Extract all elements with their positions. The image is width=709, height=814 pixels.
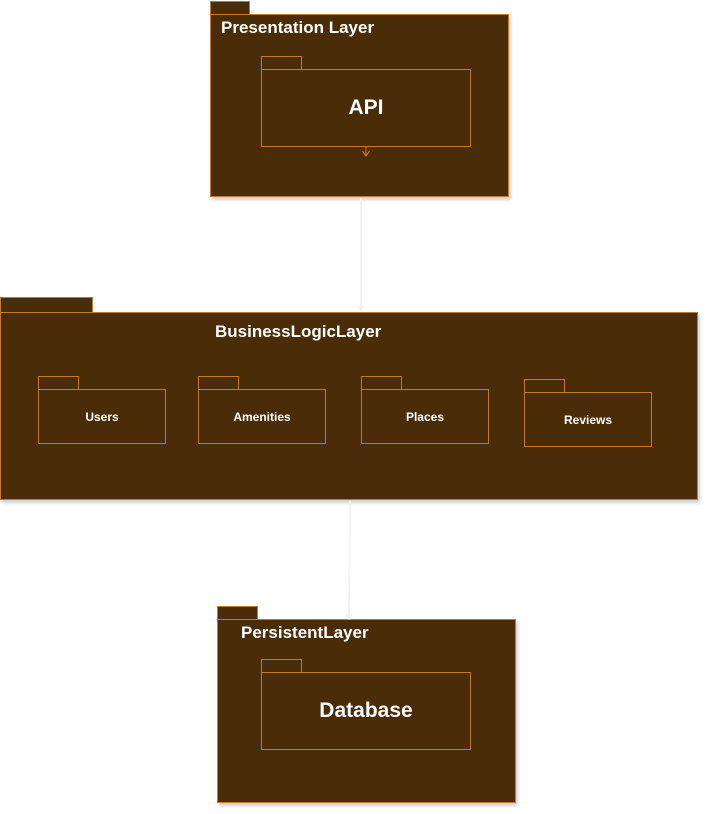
persistent-layer-title: PersistentLayer — [241, 623, 369, 642]
amenities-package[interactable]: Amenities — [198, 389, 326, 444]
reviews-package[interactable]: Reviews — [524, 392, 652, 447]
business-logic-layer-tab — [0, 297, 93, 313]
amenities-label: Amenities — [233, 409, 291, 424]
api-package[interactable]: API — [261, 69, 471, 147]
presentation-to-business-connector — [357, 198, 365, 312]
database-package[interactable]: Database — [261, 672, 471, 750]
presentation-layer-tab — [210, 1, 250, 15]
database-package-tab — [261, 659, 302, 673]
database-label: Database — [319, 699, 413, 722]
reviews-label: Reviews — [563, 412, 613, 427]
users-label: Users — [85, 409, 119, 424]
persistent-layer-tab — [217, 606, 258, 620]
users-package-tab — [38, 376, 79, 390]
presentation-layer-title: Presentation Layer — [221, 18, 375, 37]
places-label: Places — [405, 409, 445, 424]
places-package-tab — [361, 376, 402, 390]
api-package-tab — [261, 56, 302, 70]
api-label: API — [348, 96, 384, 119]
business-to-persistent-connector — [345, 500, 353, 620]
reviews-package-tab — [524, 379, 565, 393]
places-package[interactable]: Places — [361, 389, 489, 444]
amenities-package-tab — [198, 376, 239, 390]
users-package[interactable]: Users — [38, 389, 166, 444]
business-logic-layer-title: BusinessLogicLayer — [215, 322, 382, 341]
